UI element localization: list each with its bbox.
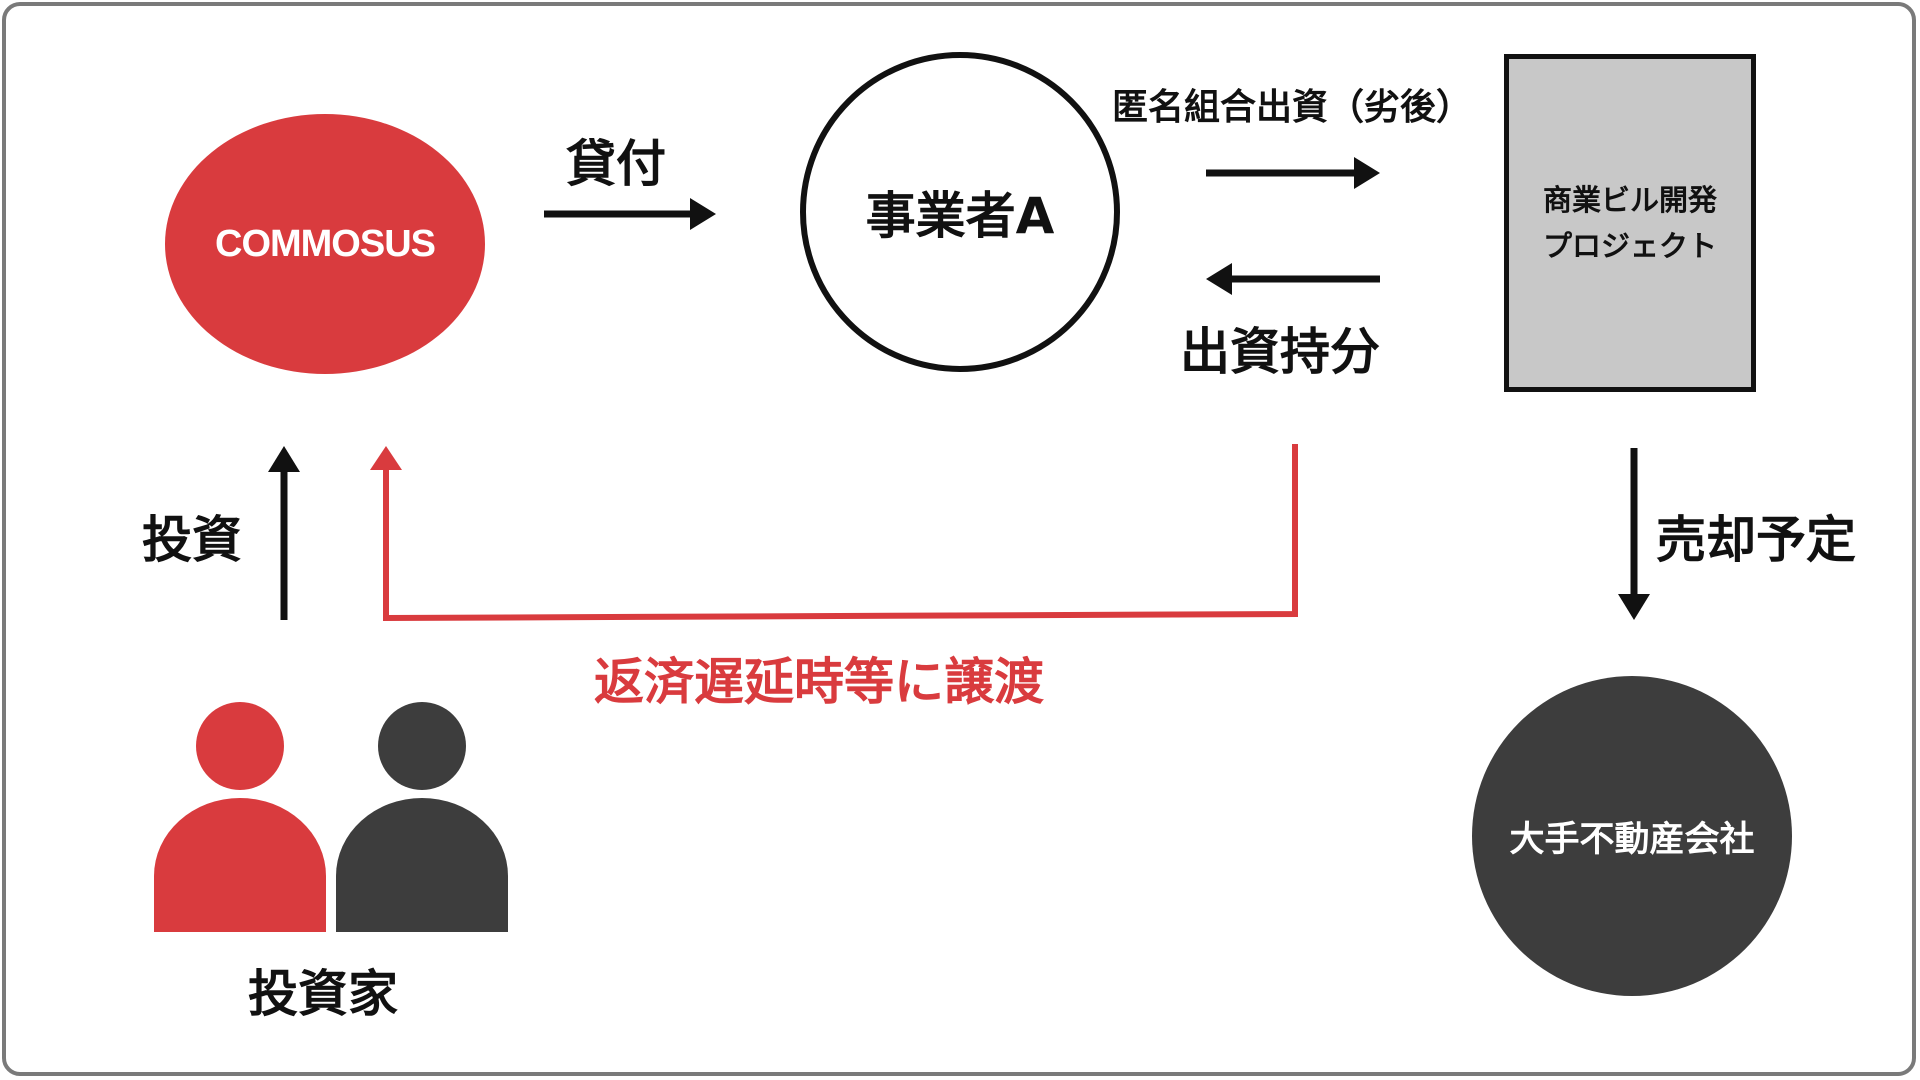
loan-label: 貸付 [566,135,666,193]
buyer-label: 大手不動産会社 [1509,819,1755,860]
project-label-line1: 商業ビル開発 [1542,183,1717,217]
project-label: 商業ビル開発 プロジェクト [1543,177,1717,269]
investment-to-project-arrow [1206,157,1380,189]
project-label-line2: プロジェクト [1542,229,1717,263]
loan-arrow [544,198,716,230]
investor-icon-dark [336,700,508,932]
business-a-node: 事業者A [800,52,1120,372]
investor-icon-red [154,700,326,932]
commosus-logo: COMMOSUS [215,222,436,265]
business-a-label: 事業者A [865,187,1055,245]
planned-sale-label: 売却予定 [1656,511,1856,569]
transfer-arrow [370,444,1298,622]
equity-stake-label: 出資持分 [1180,323,1380,381]
commosus-node: COMMOSUS [165,114,485,374]
investment-label: 投資 [142,511,242,569]
person-icon [336,702,508,932]
investment-arrow [268,446,300,620]
project-node: 商業ビル開発 プロジェクト [1504,54,1756,392]
equity-stake-arrow [1206,263,1380,295]
person-icon [154,702,326,932]
planned-sale-arrow [1618,448,1650,620]
investors-label: 投資家 [248,965,398,1023]
buyer-node: 大手不動産会社 [1472,676,1792,996]
anonymous-investment-label: 匿名組合出資（劣後） [1112,87,1473,128]
transfer-label: 返済遅延時等に譲渡 [594,653,1044,711]
